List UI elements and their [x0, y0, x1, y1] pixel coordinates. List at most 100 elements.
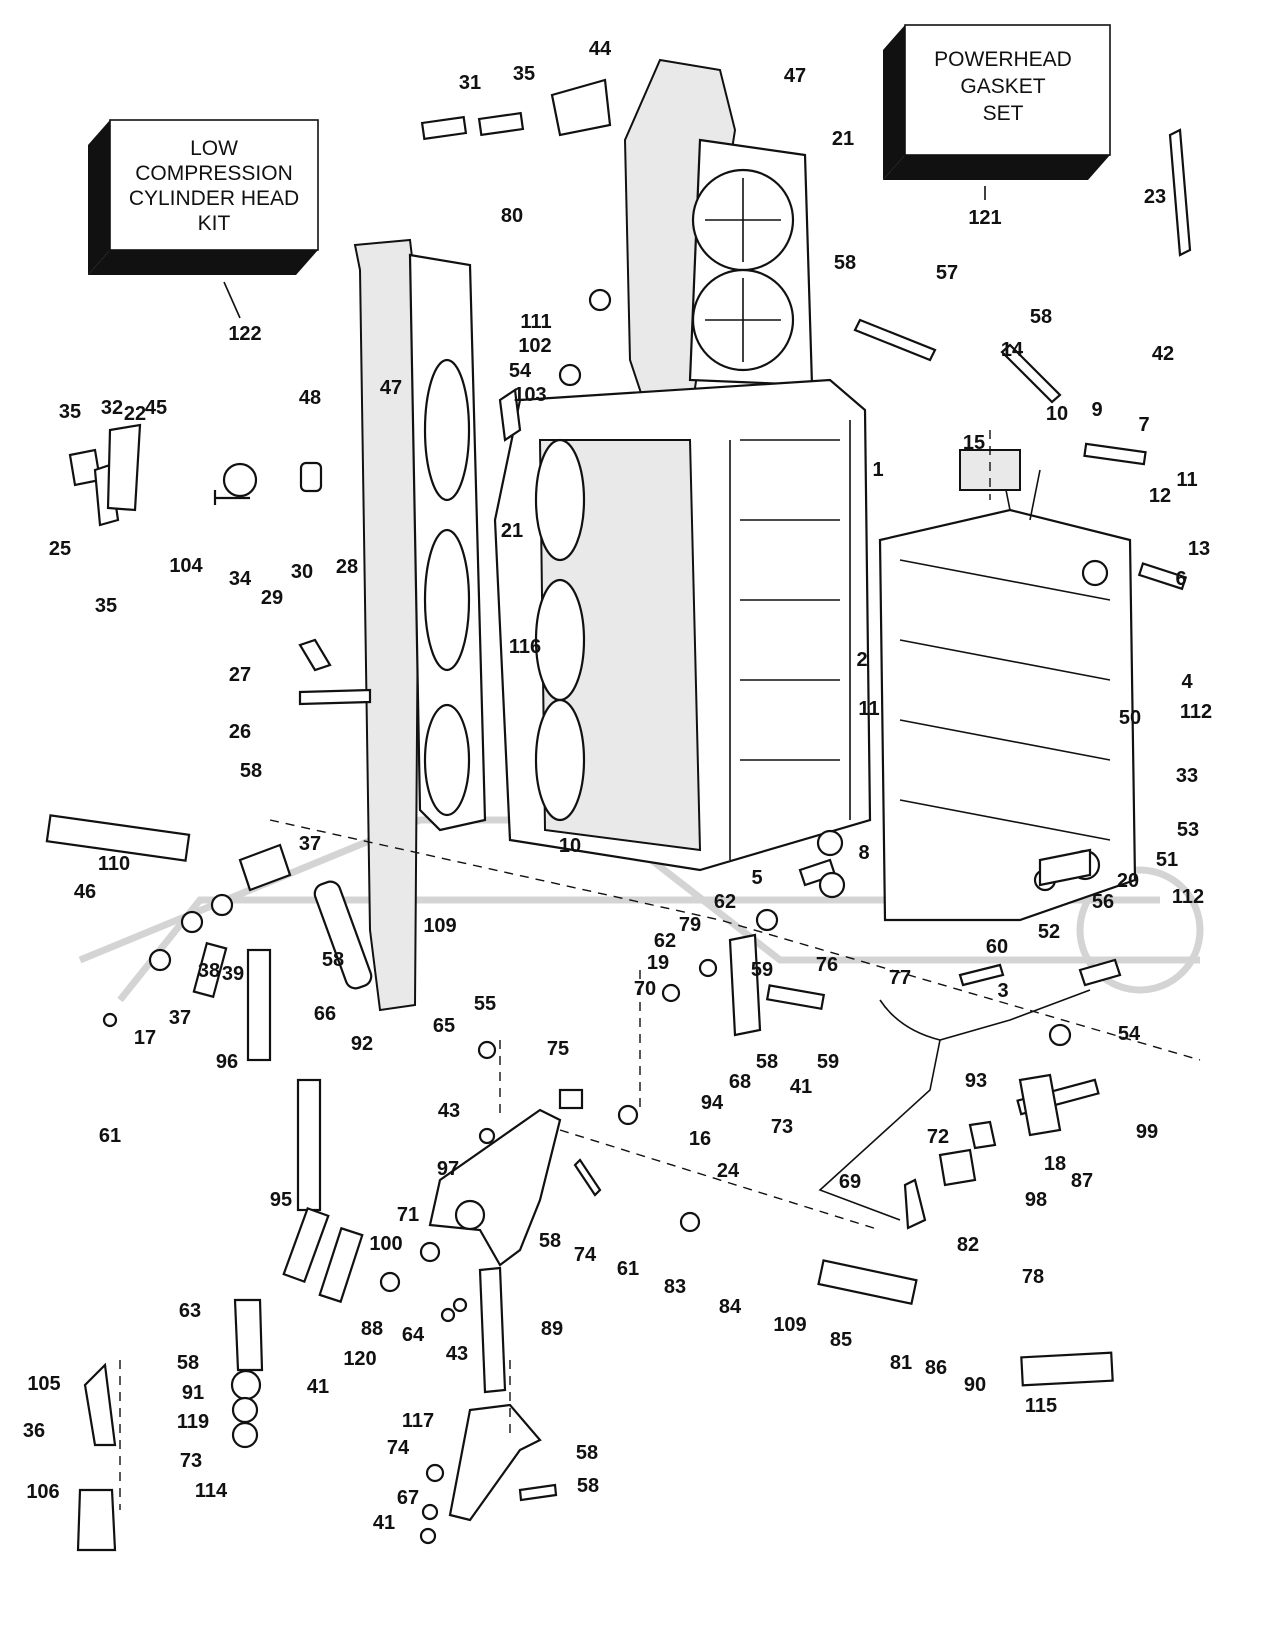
callout-39: 39	[222, 963, 244, 985]
callout-75: 75	[547, 1038, 569, 1060]
callout-73: 73	[180, 1450, 202, 1472]
callout-7: 7	[1138, 414, 1149, 436]
kit-low-compression-line-1: LOW	[190, 137, 238, 160]
callout-25: 25	[49, 538, 71, 560]
callout-59: 59	[751, 959, 773, 981]
callout-54: 54	[1118, 1023, 1141, 1045]
kit-powerhead-number: 121	[968, 207, 1001, 229]
callout-58: 58	[539, 1230, 561, 1252]
callout-11: 11	[1176, 469, 1197, 491]
callout-15: 15	[963, 432, 985, 454]
callout-112: 112	[1180, 701, 1212, 723]
callout-109: 109	[773, 1314, 806, 1336]
callout-10: 10	[1046, 403, 1068, 425]
kit-powerhead-line-3: SET	[983, 102, 1024, 125]
callout-61: 61	[99, 1125, 121, 1147]
callout-31: 31	[459, 72, 481, 94]
callout-45: 45	[145, 397, 167, 419]
head-gasket-icon	[353, 238, 487, 1012]
callout-22: 22	[124, 403, 146, 425]
callout-3: 3	[997, 980, 1008, 1002]
callout-62: 62	[714, 891, 736, 913]
callout-70: 70	[634, 978, 656, 1000]
callout-23: 23	[1144, 186, 1166, 208]
callout-79: 79	[679, 914, 701, 936]
callout-67: 67	[397, 1487, 419, 1509]
callout-5: 5	[751, 867, 762, 889]
callout-46: 46	[74, 881, 96, 903]
callout-58: 58	[834, 252, 856, 274]
callout-109: 109	[423, 915, 456, 937]
callout-17: 17	[134, 1027, 156, 1049]
kit-low-compression-number: 122	[228, 323, 261, 345]
callout-116: 116	[509, 636, 541, 658]
intake-manifold-icon	[878, 449, 1137, 922]
callout-26: 26	[229, 721, 251, 743]
callout-35: 35	[95, 595, 117, 617]
callout-87: 87	[1071, 1170, 1093, 1192]
callout-81: 81	[890, 1352, 912, 1374]
callout-100: 100	[369, 1233, 402, 1255]
callout-72: 72	[927, 1126, 949, 1148]
callout-104: 104	[169, 555, 203, 577]
callout-82: 82	[957, 1234, 979, 1256]
callout-90: 90	[964, 1374, 986, 1396]
callout-33: 33	[1176, 765, 1198, 787]
callout-73: 73	[771, 1116, 793, 1138]
cylinder-head-icon	[623, 58, 814, 421]
callout-63: 63	[179, 1300, 201, 1322]
callout-47: 47	[380, 377, 402, 399]
callout-85: 85	[830, 1329, 852, 1351]
callout-89: 89	[541, 1318, 563, 1340]
callout-115: 115	[1025, 1395, 1057, 1417]
callout-120: 120	[343, 1348, 376, 1370]
callout-35: 35	[59, 401, 81, 423]
callout-47: 47	[784, 65, 806, 87]
callout-77: 77	[889, 967, 911, 989]
kit-low-compression-line-4: KIT	[198, 212, 231, 235]
callout-53: 53	[1177, 819, 1199, 841]
kit-box-low-compression: LOW COMPRESSION CYLINDER HEAD KIT 122	[88, 119, 319, 345]
callout-50: 50	[1119, 707, 1141, 729]
callout-28: 28	[336, 556, 358, 578]
callout-14: 14	[1001, 339, 1024, 361]
callout-9: 9	[1091, 399, 1102, 421]
callout-78: 78	[1022, 1266, 1044, 1288]
callout-43: 43	[446, 1343, 468, 1365]
callout-34: 34	[229, 568, 252, 590]
assembly-lines	[119, 430, 1201, 1510]
callout-37: 37	[299, 833, 321, 855]
callout-6: 6	[1175, 568, 1186, 590]
callout-43: 43	[438, 1100, 460, 1122]
callout-61: 61	[617, 1258, 639, 1280]
callout-71: 71	[397, 1204, 419, 1226]
callout-119: 119	[177, 1411, 209, 1433]
kit-low-compression-line-2: COMPRESSION	[135, 162, 293, 185]
callout-102: 102	[518, 335, 551, 357]
kit-box-powerhead-gasket: POWERHEAD GASKET SET 121	[883, 24, 1111, 229]
callout-18: 18	[1044, 1153, 1066, 1175]
callout-99: 99	[1136, 1121, 1158, 1143]
callout-51: 51	[1156, 849, 1178, 871]
callout-97: 97	[437, 1158, 459, 1180]
callout-44: 44	[589, 38, 612, 60]
callout-83: 83	[664, 1276, 686, 1298]
callout-76: 76	[816, 954, 838, 976]
callout-41: 41	[373, 1512, 395, 1534]
callout-58: 58	[756, 1051, 778, 1073]
callout-41: 41	[307, 1376, 329, 1398]
callout-69: 69	[839, 1171, 861, 1193]
callout-65: 65	[433, 1015, 455, 1037]
callout-96: 96	[216, 1051, 238, 1073]
cylinder-block-icon	[493, 378, 872, 872]
callout-106: 106	[26, 1481, 59, 1503]
callout-111: 111	[520, 311, 551, 333]
callout-21: 21	[832, 128, 854, 150]
callout-1: 1	[872, 459, 883, 481]
electrical-cable	[818, 989, 1091, 1221]
callout-80: 80	[501, 205, 523, 227]
callout-114: 114	[195, 1480, 228, 1502]
callout-95: 95	[270, 1189, 292, 1211]
callout-35: 35	[513, 63, 535, 85]
callout-42: 42	[1152, 343, 1174, 365]
